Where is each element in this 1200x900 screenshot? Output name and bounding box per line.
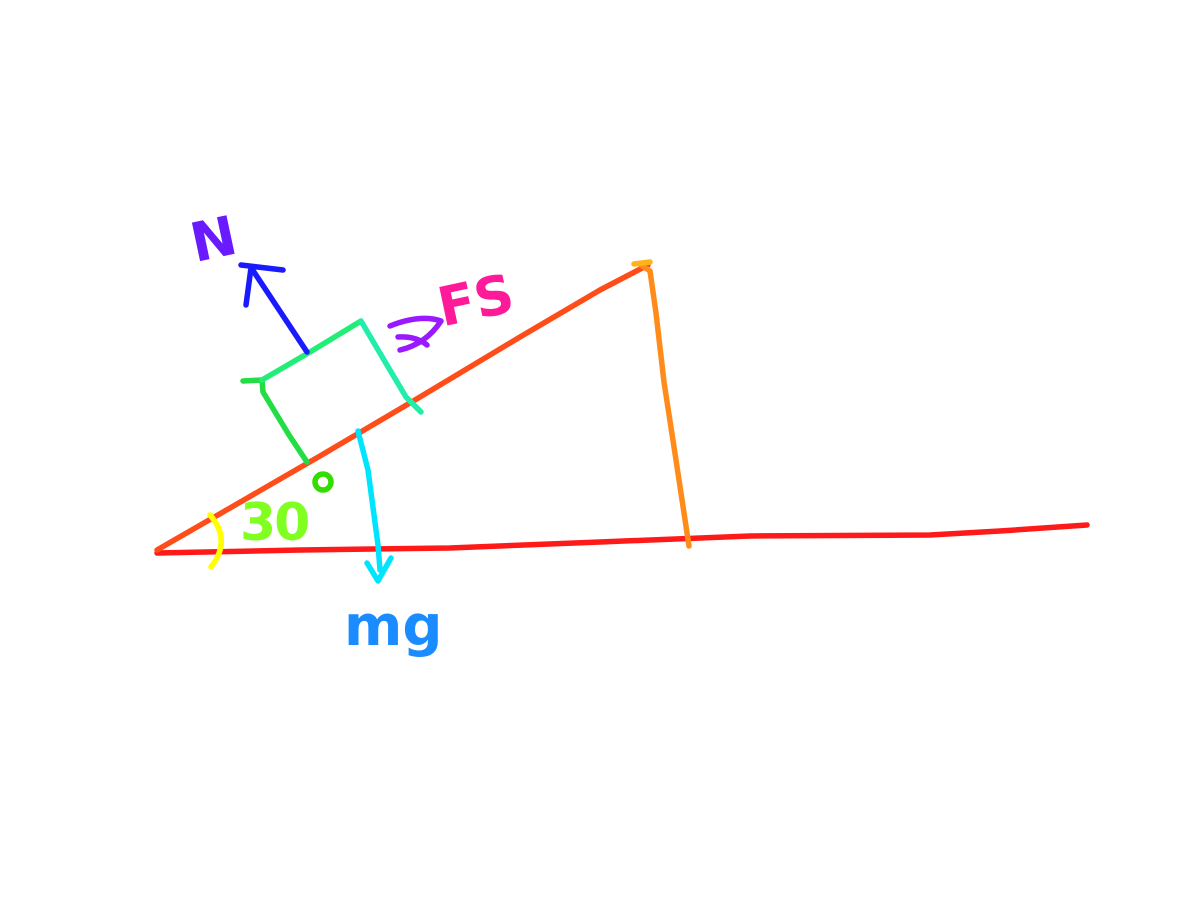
friction-arrow-icon xyxy=(387,315,444,353)
angle-arc-icon xyxy=(207,512,224,570)
block-right-side xyxy=(358,318,424,415)
block-top-side xyxy=(259,318,364,383)
ground-line xyxy=(154,522,1090,556)
height-line xyxy=(638,262,692,549)
incline-line xyxy=(154,262,651,553)
apex-marker xyxy=(631,259,653,267)
friction-force-label: FS xyxy=(432,262,519,339)
weight-force-label: mg xyxy=(344,594,442,659)
degree-icon xyxy=(312,471,334,493)
angle-label: 30 xyxy=(240,493,308,553)
block-left-side xyxy=(240,377,310,465)
normal-force-label: N xyxy=(185,204,242,275)
normal-arrow-icon xyxy=(238,262,310,355)
weight-arrow-icon xyxy=(355,428,394,584)
